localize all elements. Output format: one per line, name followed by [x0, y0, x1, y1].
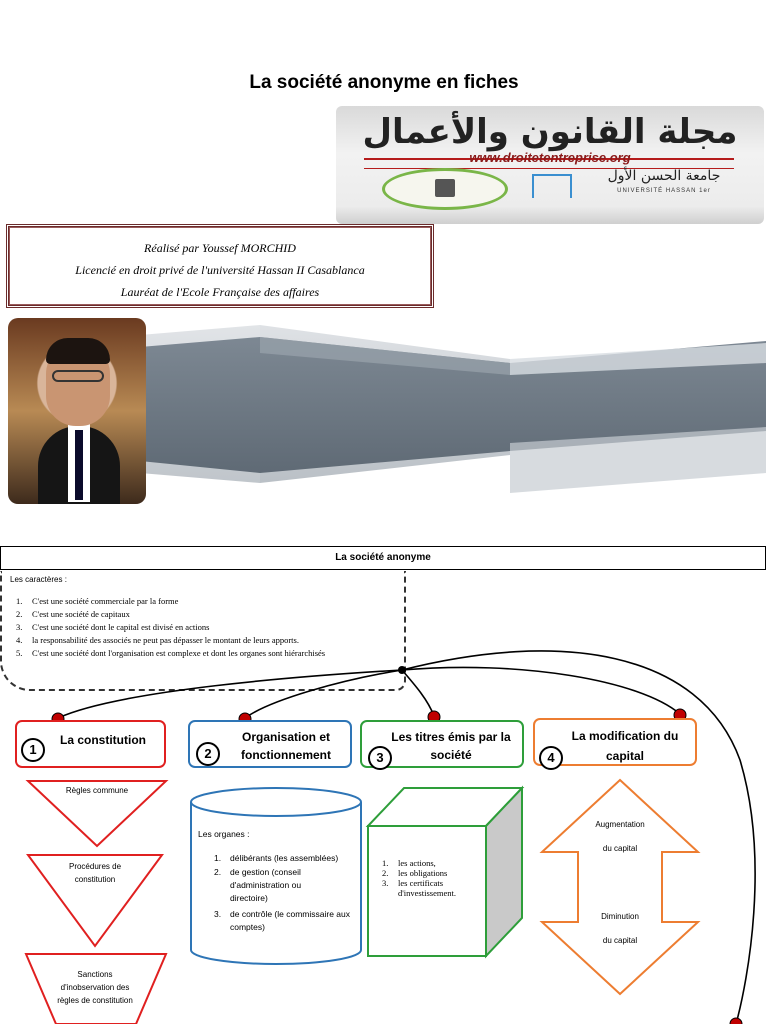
card-title: La modification du capital	[571, 729, 679, 763]
titres-cube-side	[485, 785, 523, 959]
organes-item-number: 3.	[214, 909, 222, 919]
list-item: 2. les obligations	[382, 868, 486, 878]
banner-url: www.droitetentreprise.org	[469, 150, 631, 165]
document-title: La société anonyme en fiches	[249, 72, 519, 93]
list-number: 3.	[16, 622, 23, 632]
features-list: 1. C'est une société commerciale par la f…	[16, 595, 406, 660]
author-name: Réalisé par Youssef MORCHID	[144, 241, 296, 255]
capital-augmentation-label: du capital	[602, 844, 638, 853]
diagram-header: La société anonyme	[0, 546, 766, 570]
author-box: Réalisé par Youssef MORCHID Licencié en …	[6, 224, 434, 308]
list-number: 3.	[382, 878, 389, 888]
list-item: 2. C'est une société de capitaux	[16, 608, 406, 621]
list-item: 4. la responsabilité des associés ne peut…	[16, 634, 406, 647]
banner-divider	[364, 168, 734, 169]
list-number: 2.	[382, 868, 389, 878]
constitution-step-rules: Règles commune	[65, 786, 129, 795]
connector-hub-dot	[398, 666, 406, 674]
connector-line	[57, 669, 403, 719]
photo-tie	[75, 430, 83, 500]
banner-divider	[364, 158, 734, 160]
constitution-triangle	[25, 780, 169, 848]
list-text: la responsabilité des associés ne peut p…	[32, 635, 299, 645]
constitution-step-procedures: Procédures de constitution	[68, 862, 122, 884]
list-text: C'est une société commerciale par la for…	[32, 596, 179, 606]
card-titres: 3 Les titres émis par la société	[360, 720, 524, 770]
university-arabic-name: جامعة الحسن الأول	[607, 168, 721, 184]
list-number: 5.	[16, 648, 23, 658]
list-text: C'est une société dont le capital est di…	[32, 622, 210, 632]
card-number-badge: 2	[196, 742, 220, 766]
photo-glasses	[52, 370, 104, 382]
journal-banner: مجلة القانون والأعمال www.droitetentrepr…	[336, 106, 764, 224]
capital-diminution-label: du capital	[602, 936, 638, 945]
capital-augmentation-label: Augmentation	[595, 820, 645, 829]
card-title: Les titres émis par la société	[391, 730, 511, 762]
capital-diminution-label: Diminution	[601, 912, 639, 921]
connector-line	[401, 650, 756, 1024]
list-text: les actions,	[398, 858, 436, 868]
scales-icon	[435, 179, 455, 197]
organes-title: Les organes :	[198, 829, 250, 839]
card-number-badge: 1	[21, 738, 45, 762]
connector-line	[401, 666, 681, 715]
organes-item-number: 2.	[214, 867, 222, 877]
features-box: Les caractères : 1. C'est une société com…	[0, 571, 406, 691]
list-number: 1.	[16, 596, 23, 606]
features-title: Les caractères :	[10, 575, 67, 584]
list-item: 3. C'est une société dont le capital est …	[16, 621, 406, 634]
list-item: 3. les certificats d'investissement.	[382, 878, 486, 898]
decorative-ribbon	[140, 325, 766, 493]
constitution-step-sanctions: Sanctions d'inobservation des règles de …	[57, 970, 133, 1005]
list-text: les obligations	[398, 868, 448, 878]
constitution-triangle	[24, 953, 168, 1024]
organes-item-number: 1.	[214, 853, 222, 863]
university-latin-name: UNIVERSITÉ HASSAN 1er	[617, 188, 711, 194]
connector-dot	[729, 1017, 743, 1024]
author-school: Lauréat de l'Ecole Française des affaire…	[120, 285, 320, 299]
card-organisation: 2 Organisation et fonctionnement	[188, 720, 352, 768]
card-title: Organisation et fonctionnement	[241, 730, 331, 762]
journal-seal-logo	[382, 168, 508, 210]
list-number: 4.	[16, 635, 23, 645]
list-number: 2.	[16, 609, 23, 619]
connector-line	[244, 669, 403, 719]
connector-line	[401, 669, 435, 717]
organes-item: de gestion (conseil d'administration ou …	[230, 867, 302, 903]
author-photo	[8, 318, 146, 504]
capital-double-arrow	[539, 778, 701, 996]
card-number-badge: 4	[539, 746, 563, 770]
organes-cylinder	[190, 802, 362, 965]
university-logo-icon	[532, 174, 572, 198]
card-constitution: 1 La constitution	[15, 720, 166, 768]
organes-item: délibérants (les assemblées)	[230, 853, 339, 863]
titres-list: 1. les actions, 2. les obligations 3. les c…	[382, 858, 486, 898]
list-number: 1.	[382, 858, 389, 868]
list-item: 5. C'est une société dont l'organisation …	[16, 647, 406, 660]
banner-arabic-title: مجلة القانون والأعمال	[362, 112, 738, 152]
list-text: les certificats d'investissement.	[398, 878, 456, 898]
organes-cylinder-top	[190, 787, 362, 817]
list-item: 1. C'est une société commerciale par la f…	[16, 595, 406, 608]
organes-item: de contrôle (le commissaire aux comptes)	[230, 909, 350, 932]
card-modification-capital: 4 La modification du capital	[533, 718, 697, 770]
author-degree: Licencié en droit privé de l'université …	[75, 263, 365, 277]
list-text: C'est une société de capitaux	[32, 609, 130, 619]
list-text: C'est une société dont l'organisation es…	[32, 648, 326, 658]
card-title: La constitution	[60, 733, 146, 747]
photo-hair	[46, 338, 110, 364]
list-item: 1. les actions,	[382, 858, 486, 868]
constitution-triangle	[26, 854, 164, 948]
card-number-badge: 3	[368, 746, 392, 770]
